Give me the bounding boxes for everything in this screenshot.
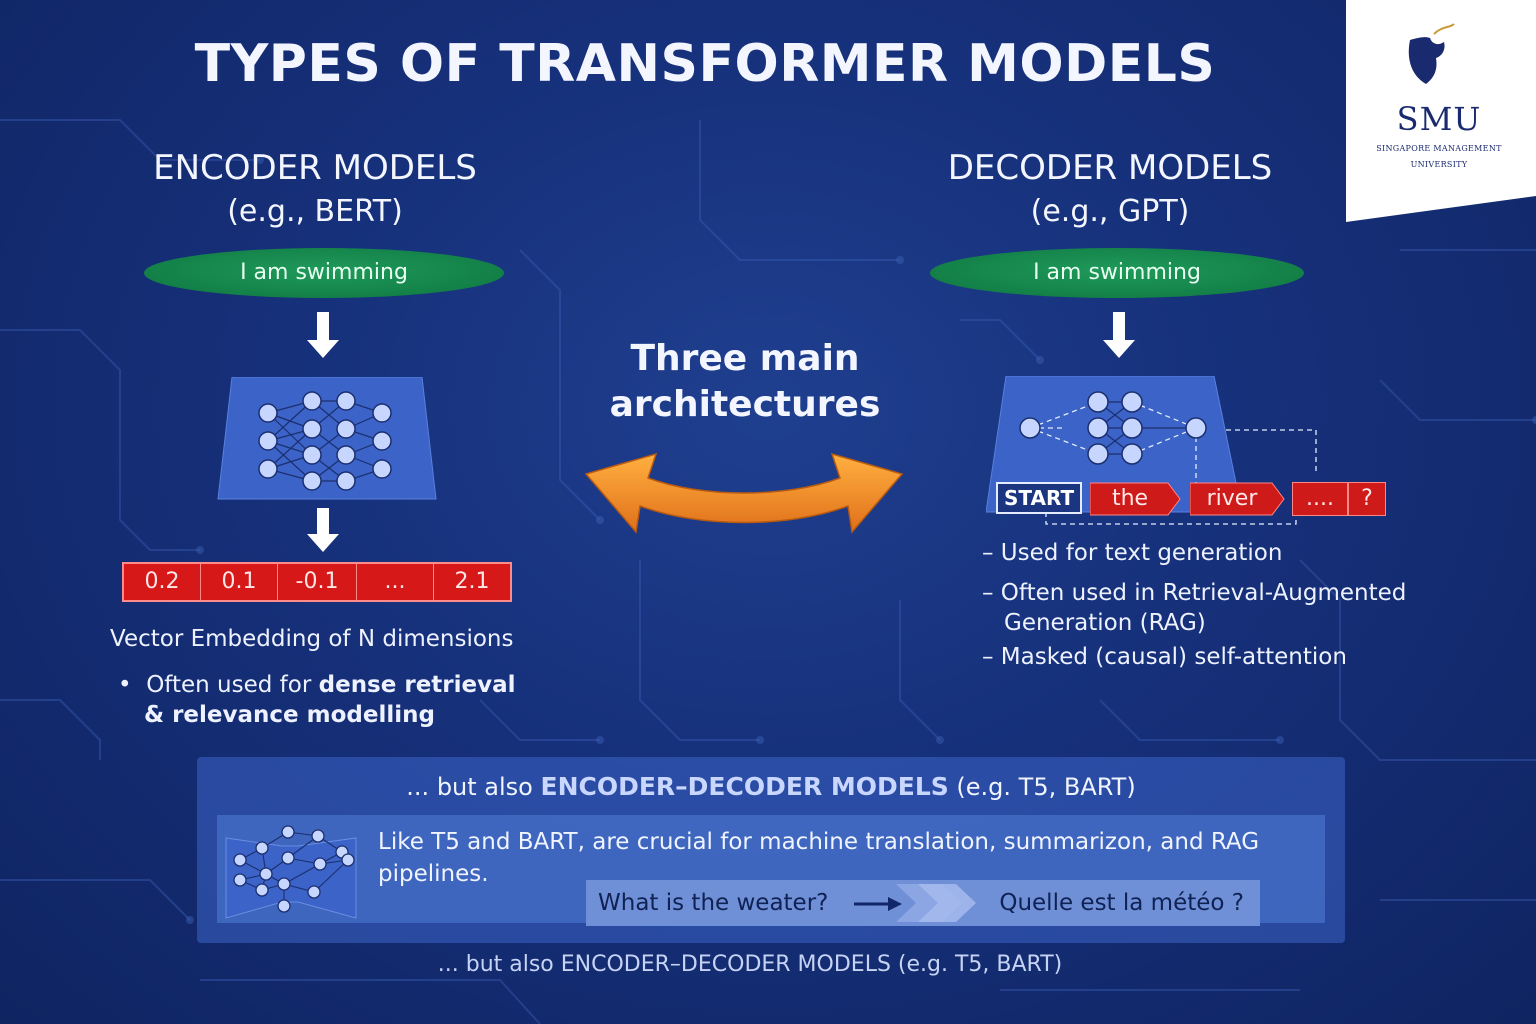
lion-emblem-icon [1408, 23, 1455, 84]
vector-cell: -0.1 [278, 564, 357, 600]
token-question: ? [1348, 482, 1386, 516]
encoder-caption: Vector Embedding of N dimensions [110, 626, 514, 652]
encoder-decoder-network-icon [225, 825, 357, 919]
logo-name: SMU [1396, 100, 1482, 138]
header-suffix: (e.g. T5, BART) [948, 773, 1136, 801]
translation-source: What is the weater? [598, 890, 829, 916]
encoder-bullet: • Often used for dense retrieval & relev… [118, 670, 518, 730]
encoder-title-block: ENCODER MODELS (e.g., BERT) [130, 146, 500, 234]
encoder-decoder-description: Like T5 and BART, are crucial for machin… [378, 829, 1260, 887]
center-line-1: Three main [630, 338, 860, 379]
decoder-network-icon [986, 376, 1317, 525]
decoder-bullet: – Used for text generation [982, 540, 1283, 566]
center-line-2: architectures [609, 384, 881, 425]
header-prefix: ... but also [406, 773, 541, 801]
decoder-bullet: – Often used in Retrieval-Augmented [982, 580, 1407, 606]
encoder-example: (e.g., BERT) [227, 194, 403, 229]
decoder-bullets: – Used for text generation – Often used … [982, 538, 1422, 672]
bullet-dot: • [118, 672, 147, 698]
translation-example: What is the weater? Quelle est la météo … [586, 880, 1260, 926]
vector-cell: 2.1 [454, 569, 490, 594]
encoder-input-ellipse: I am swimming [144, 248, 504, 298]
vector-cell: ... [357, 564, 434, 600]
encoder-decoder-header: ... but also ENCODER–DECODER MODELS (e.g… [197, 772, 1345, 801]
page-title: TYPES OF TRANSFORMER MODELS [194, 34, 1216, 94]
logo: SMU SINGAPORE MANAGEMENT UNIVERSITY [1372, 100, 1506, 170]
token-river: river [1206, 486, 1258, 511]
encoder-bullet-bold-2: & relevance modelling [144, 702, 435, 728]
encoder-bullet-bold-1: dense retrieval [318, 672, 516, 698]
token-arrow-shape [1190, 482, 1285, 516]
decoder-bullet: – Masked (causal) self-attention [982, 644, 1347, 670]
footer-caption: ... but also ENCODER–DECODER MODELS (e.g… [437, 952, 1063, 977]
token-start: START [996, 482, 1083, 514]
logo-background [1346, 0, 1536, 222]
token-ellipsis: .... [1292, 482, 1348, 516]
decoder-token-sequence: START the river .... ? [996, 480, 1388, 520]
header-bold: ENCODER–DECODER MODELS [540, 772, 949, 801]
down-arrow-icon [1103, 312, 1135, 358]
logo-sub-line1: SINGAPORE MANAGEMENT [1376, 144, 1502, 153]
vector-cell: 0.1 [201, 564, 278, 600]
translation-target: Quelle est la météo ? [999, 890, 1244, 916]
vector-cell: 0.2 [124, 564, 201, 600]
double-arrow-icon [584, 452, 904, 534]
down-arrow-icon [307, 508, 339, 552]
decoder-bullet-continued: Generation (RAG) [1004, 610, 1206, 636]
token-the: the [1111, 486, 1149, 511]
translation-arrow-icon [854, 884, 976, 922]
vector-embedding: 0.2 0.1 -0.1 ... 2.1 [122, 562, 512, 602]
center-label: Three main architectures [590, 336, 900, 428]
token-arrow-shape [1090, 482, 1181, 516]
encoder-bullet-prefix: Often used for [146, 672, 319, 698]
decoder-example: (e.g., GPT) [1030, 194, 1190, 229]
decoder-title: DECODER MODELS [947, 148, 1273, 188]
decoder-title-block: DECODER MODELS (e.g., GPT) [920, 146, 1300, 234]
down-arrow-icon [307, 312, 339, 358]
encoder-title: ENCODER MODELS [153, 148, 477, 188]
logo-sub-line2: UNIVERSITY [1410, 160, 1468, 169]
encoder-network-icon [217, 377, 437, 500]
decoder-input-ellipse: I am swimming [930, 248, 1304, 298]
